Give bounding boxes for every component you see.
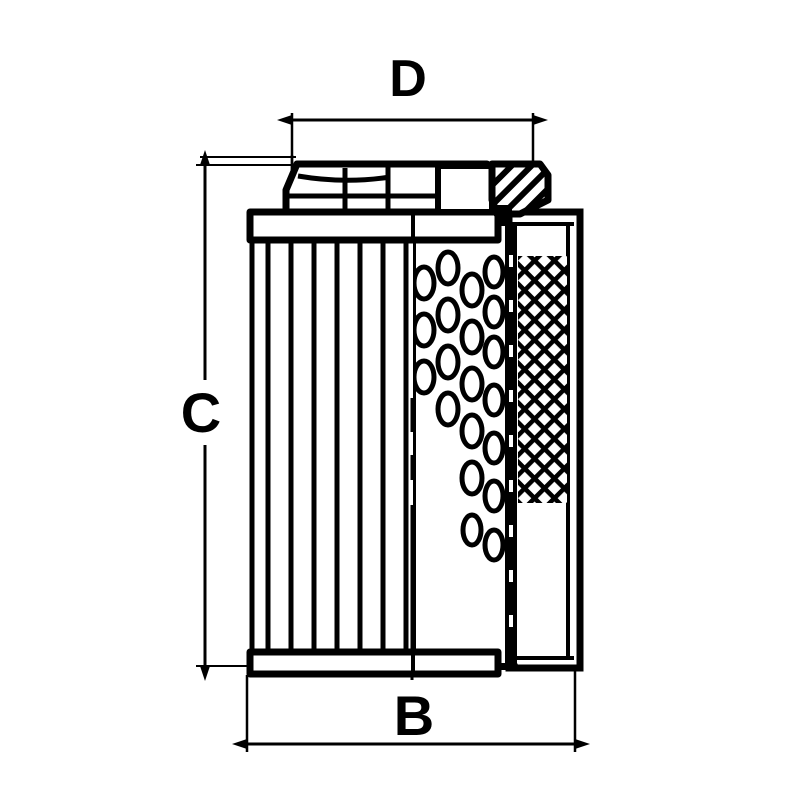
perforation-holes: [413, 249, 506, 563]
dimension-c: C: [181, 150, 300, 681]
perforation-hole: [482, 334, 506, 370]
core-tube-slots: [509, 255, 513, 627]
perforation-hole: [413, 311, 437, 349]
perforation-hole: [459, 412, 485, 450]
perforation-hole: [435, 343, 461, 381]
end-cap-bottom: [246, 648, 521, 678]
section-hatching: [488, 160, 552, 226]
dimension-b: B: [232, 668, 590, 752]
dimension-c-label: C: [181, 381, 221, 444]
perforation-hole: [482, 294, 506, 330]
spigot-body: [435, 163, 495, 215]
perforation-hole: [413, 264, 437, 302]
end-cap-top: [246, 208, 502, 244]
perforation-hole: [482, 430, 506, 466]
dimension-d-label: D: [389, 50, 427, 108]
media-background: [250, 238, 413, 654]
pleated-media-body: [249, 238, 413, 654]
perforation-hole: [482, 254, 506, 290]
wire-mesh-screen: [518, 256, 567, 503]
perforation-hole: [459, 271, 485, 309]
perforation-hole: [459, 318, 485, 356]
perforation-hole: [435, 390, 461, 428]
perforation-hole: [460, 512, 484, 548]
perforation-hole: [459, 365, 485, 403]
perforation-hole: [482, 382, 506, 418]
perforation-hole: [459, 459, 485, 497]
end-cap-top-outline: [246, 208, 502, 244]
perforation-hole: [482, 478, 506, 514]
end-cap-bottom-outline: [246, 648, 502, 678]
dimension-d: D: [200, 50, 548, 170]
wire-mesh-fill: [518, 256, 567, 503]
seal-to-housing-leg: [497, 205, 512, 226]
hex-chamfer-arc: [297, 173, 391, 183]
dimension-b-label: B: [394, 684, 434, 747]
seal-section-shape: [488, 160, 552, 218]
hex-nut-top: [282, 160, 496, 216]
pleat-lines: [265, 240, 409, 652]
end-cap-bottom-step: [498, 663, 521, 670]
perforation-hole: [413, 358, 437, 396]
support-core-tube: [505, 222, 517, 664]
perforation-hole: [435, 296, 461, 334]
perforation-hole: [482, 527, 506, 563]
perforated-core: [413, 243, 506, 653]
perforation-hole: [435, 249, 461, 287]
